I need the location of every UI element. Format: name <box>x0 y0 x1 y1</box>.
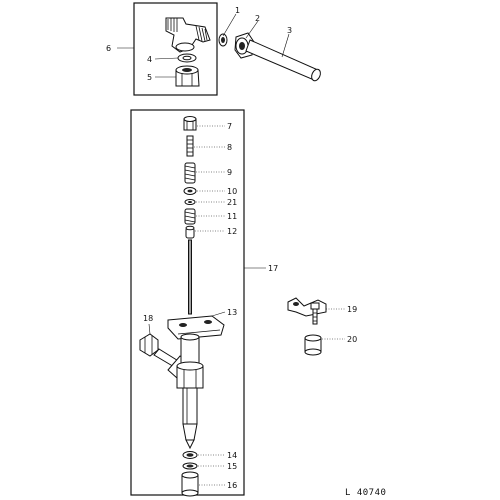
callout-20: 20 <box>347 335 357 344</box>
tee-fitting <box>165 17 211 53</box>
hex-nut-5 <box>175 65 200 87</box>
spindle-rod <box>188 239 192 315</box>
callout-14: 14 <box>227 451 237 460</box>
callout-21: 21 <box>227 198 237 207</box>
injector-body <box>176 333 204 450</box>
callout-11: 11 <box>227 212 237 221</box>
washer-10 <box>183 187 197 195</box>
top-assembly-frame <box>133 2 218 96</box>
spacer-20 <box>304 334 322 356</box>
callout-6: 6 <box>106 44 111 53</box>
cap-nut-7 <box>183 116 197 131</box>
callout-12: 12 <box>227 227 237 236</box>
washer-4 <box>177 53 197 63</box>
spring-11 <box>184 208 196 225</box>
callout-9: 9 <box>227 168 232 177</box>
callout-4: 4 <box>147 55 152 64</box>
callout-5: 5 <box>147 73 152 82</box>
sleeve-16 <box>181 471 199 497</box>
callout-2: 2 <box>255 14 260 23</box>
callout-17: 17 <box>268 264 278 273</box>
callout-1: 1 <box>235 6 240 15</box>
callout-18: 18 <box>143 314 153 323</box>
adjusting-screw-8 <box>186 135 194 157</box>
callout-16: 16 <box>227 481 237 490</box>
seal-washer-14 <box>182 451 198 459</box>
washer-21 <box>184 199 196 205</box>
callout-3: 3 <box>287 26 292 35</box>
washer-15 <box>182 462 198 470</box>
callout-8: 8 <box>227 143 232 152</box>
callout-13: 13 <box>227 308 237 317</box>
clamp-bracket-13 <box>167 315 225 340</box>
olive-ring-1 <box>218 33 228 47</box>
callout-15: 15 <box>227 462 237 471</box>
leader-lines <box>117 13 345 486</box>
callout-10: 10 <box>227 187 237 196</box>
reference-code: L 40740 <box>345 488 386 498</box>
callout-19: 19 <box>347 305 357 314</box>
pipe-3 <box>245 39 321 82</box>
spring-9 <box>184 162 196 184</box>
clamp-19 <box>287 297 327 325</box>
callout-7: 7 <box>227 122 232 131</box>
spindle-cap-12 <box>185 225 195 239</box>
